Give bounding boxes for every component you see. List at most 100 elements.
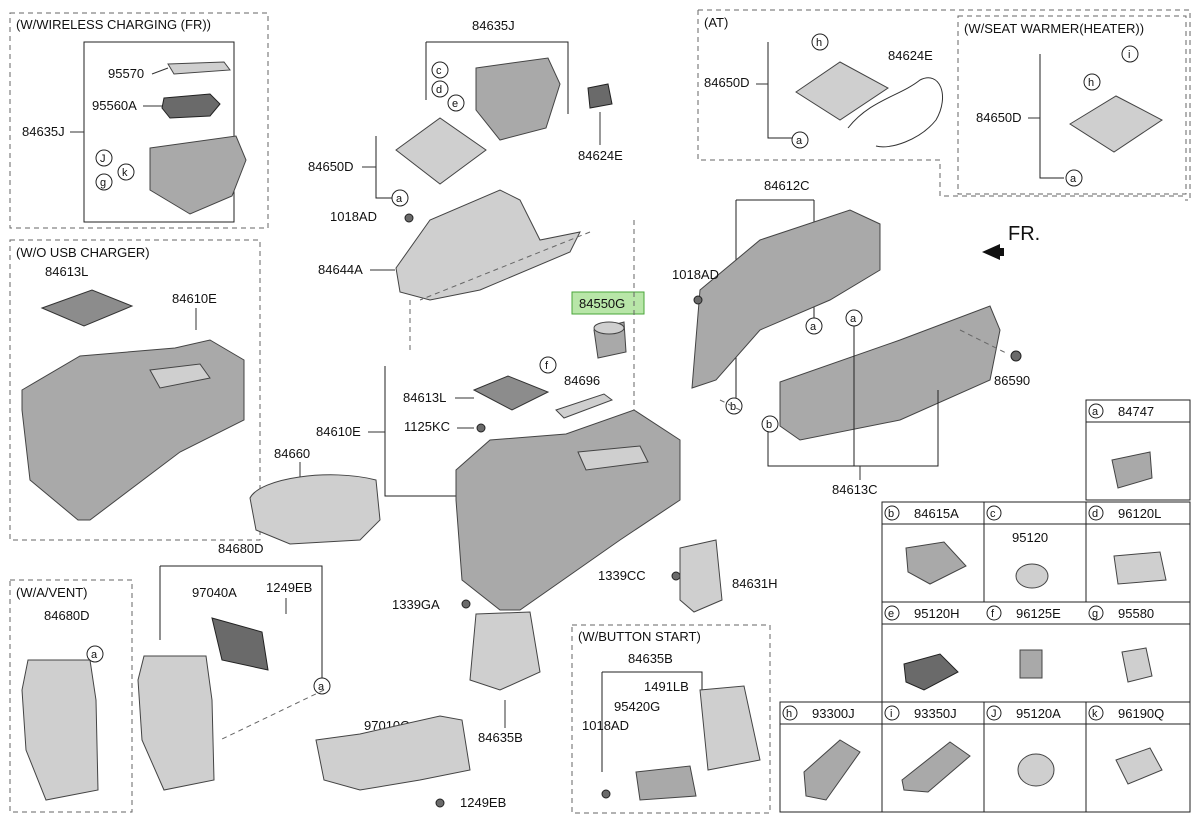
callout-e-top	[447, 94, 465, 112]
svg-text:a: a	[1092, 406, 1099, 418]
svg-text:J: J	[100, 153, 106, 165]
callout-c-top	[431, 61, 449, 79]
at-box	[697, 9, 1191, 201]
part-1018ad-box: 1018AD	[582, 718, 629, 733]
seat-warmer-box	[957, 15, 1187, 195]
svg-text:95120H: 95120H	[914, 606, 960, 621]
legend-cell-h: h 93300J	[782, 705, 861, 801]
part-84650d-sw: 84650D	[976, 110, 1022, 125]
trim-84696	[555, 393, 614, 419]
part-1339ga: 1339GA	[392, 597, 440, 612]
svg-text:e: e	[888, 608, 894, 620]
part-84624e-top: 84624E	[578, 148, 623, 163]
part-1125kc: 1125KC	[404, 419, 450, 434]
legend-cell-b: b 84615A	[884, 505, 967, 585]
bracket-84635j-top	[475, 57, 561, 141]
console-84610e-mid	[455, 409, 681, 611]
legend-cell-a: a 84747	[1088, 403, 1154, 489]
svg-text:84747: 84747	[1118, 404, 1154, 419]
panel-84612c	[691, 209, 881, 389]
callout-b-84613c	[761, 415, 779, 433]
svg-text:84615A: 84615A	[914, 506, 959, 521]
svg-text:a: a	[850, 313, 857, 325]
svg-text:a: a	[396, 193, 403, 205]
part-97040a: 97040A	[192, 585, 237, 600]
pad-84613l-left	[40, 289, 134, 327]
wireless-charging-box	[9, 12, 269, 229]
bezel-84650d-sw	[1069, 95, 1163, 153]
callout-d-top	[431, 80, 449, 98]
svg-text:i: i	[890, 708, 892, 720]
rear-cover-84680d-mid	[137, 655, 215, 791]
armrest-84660	[249, 474, 381, 545]
svg-text:a: a	[1070, 173, 1077, 185]
svg-text:e: e	[452, 98, 458, 110]
callout-a-rear	[313, 677, 331, 695]
part-84612c: 84612C	[764, 178, 810, 193]
part-84550g[interactable]: 84550G	[579, 296, 625, 311]
svg-text:96190Q: 96190Q	[1118, 706, 1164, 721]
part-84635j-left: 84635J	[22, 124, 65, 139]
svg-text:g: g	[100, 177, 106, 189]
callout-a-sw	[1065, 169, 1083, 187]
svg-text:b: b	[766, 419, 772, 431]
part-1018ad-mid: 1018AD	[330, 209, 377, 224]
part-1339cc: 1339CC	[598, 568, 646, 583]
front-arrow-icon	[982, 244, 1004, 260]
console-panel-84644a	[395, 189, 581, 301]
wireless-charger-part	[161, 93, 221, 119]
legend-cell-d: d 96120L	[1088, 505, 1167, 585]
svg-text:i: i	[1128, 49, 1130, 61]
duct-97010c	[315, 715, 471, 791]
part-84613l-left: 84613L	[45, 264, 88, 279]
callout-j-left	[95, 149, 113, 167]
part-84696: 84696	[564, 373, 600, 388]
bracket-84635b-low	[469, 611, 541, 691]
svg-text:95120: 95120	[1012, 530, 1048, 545]
svg-text:95580: 95580	[1118, 606, 1154, 621]
part-84635b-low: 84635B	[478, 730, 523, 745]
wireless-bracket-part	[149, 135, 247, 215]
vent-97040a	[211, 617, 269, 671]
callout-g-left	[95, 173, 113, 191]
callout-a-vent	[86, 645, 104, 663]
wa-vent-header: (W/A/VENT)	[16, 585, 88, 600]
callout-h-at	[811, 33, 829, 51]
wo-usb-box	[9, 239, 261, 541]
button-start-header: (W/BUTTON START)	[578, 629, 701, 644]
part-1249eb-b: 1249EB	[460, 795, 506, 810]
svg-text:h: h	[1088, 77, 1094, 89]
svg-text:a: a	[796, 135, 803, 147]
bezel-84650d-at	[795, 61, 889, 121]
part-84680d-mid: 84680D	[218, 541, 264, 556]
legend-grid	[779, 399, 1191, 813]
svg-text:h: h	[816, 37, 822, 49]
legend-cell-g: g 95580	[1088, 605, 1154, 683]
callout-a-at	[791, 131, 809, 149]
svg-text:a: a	[91, 649, 98, 661]
svg-text:96125E: 96125E	[1016, 606, 1061, 621]
bracket-84631h	[679, 539, 723, 613]
console-84610e-left	[21, 339, 245, 521]
svg-text:a: a	[810, 321, 817, 333]
svg-text:d: d	[1092, 508, 1098, 520]
rear-cover-84680d-left	[21, 659, 99, 801]
part-84635b-box: 84635B	[628, 651, 673, 666]
svg-text:f: f	[545, 360, 549, 372]
svg-text:f: f	[991, 608, 995, 620]
part-84650d-at: 84650D	[704, 75, 750, 90]
highlight-84550g	[571, 291, 645, 315]
shift-bezel-84650d-mid	[395, 117, 487, 185]
part-84610e-left: 84610E	[172, 291, 217, 306]
part-95560a: 95560A	[92, 98, 137, 113]
wireless-pad-part	[167, 61, 231, 75]
callout-i-sw	[1121, 45, 1139, 63]
pad-84613l-mid	[472, 375, 550, 411]
svg-text:g: g	[1092, 608, 1098, 620]
part-86590: 86590	[994, 373, 1030, 388]
callout-b-84612c	[725, 397, 743, 415]
wireless-charging-header: (W/WIRELESS CHARGING (FR))	[16, 17, 211, 32]
svg-text:95120A: 95120A	[1016, 706, 1061, 721]
panel-84613c	[779, 305, 1001, 441]
callout-f-mid	[539, 356, 557, 374]
